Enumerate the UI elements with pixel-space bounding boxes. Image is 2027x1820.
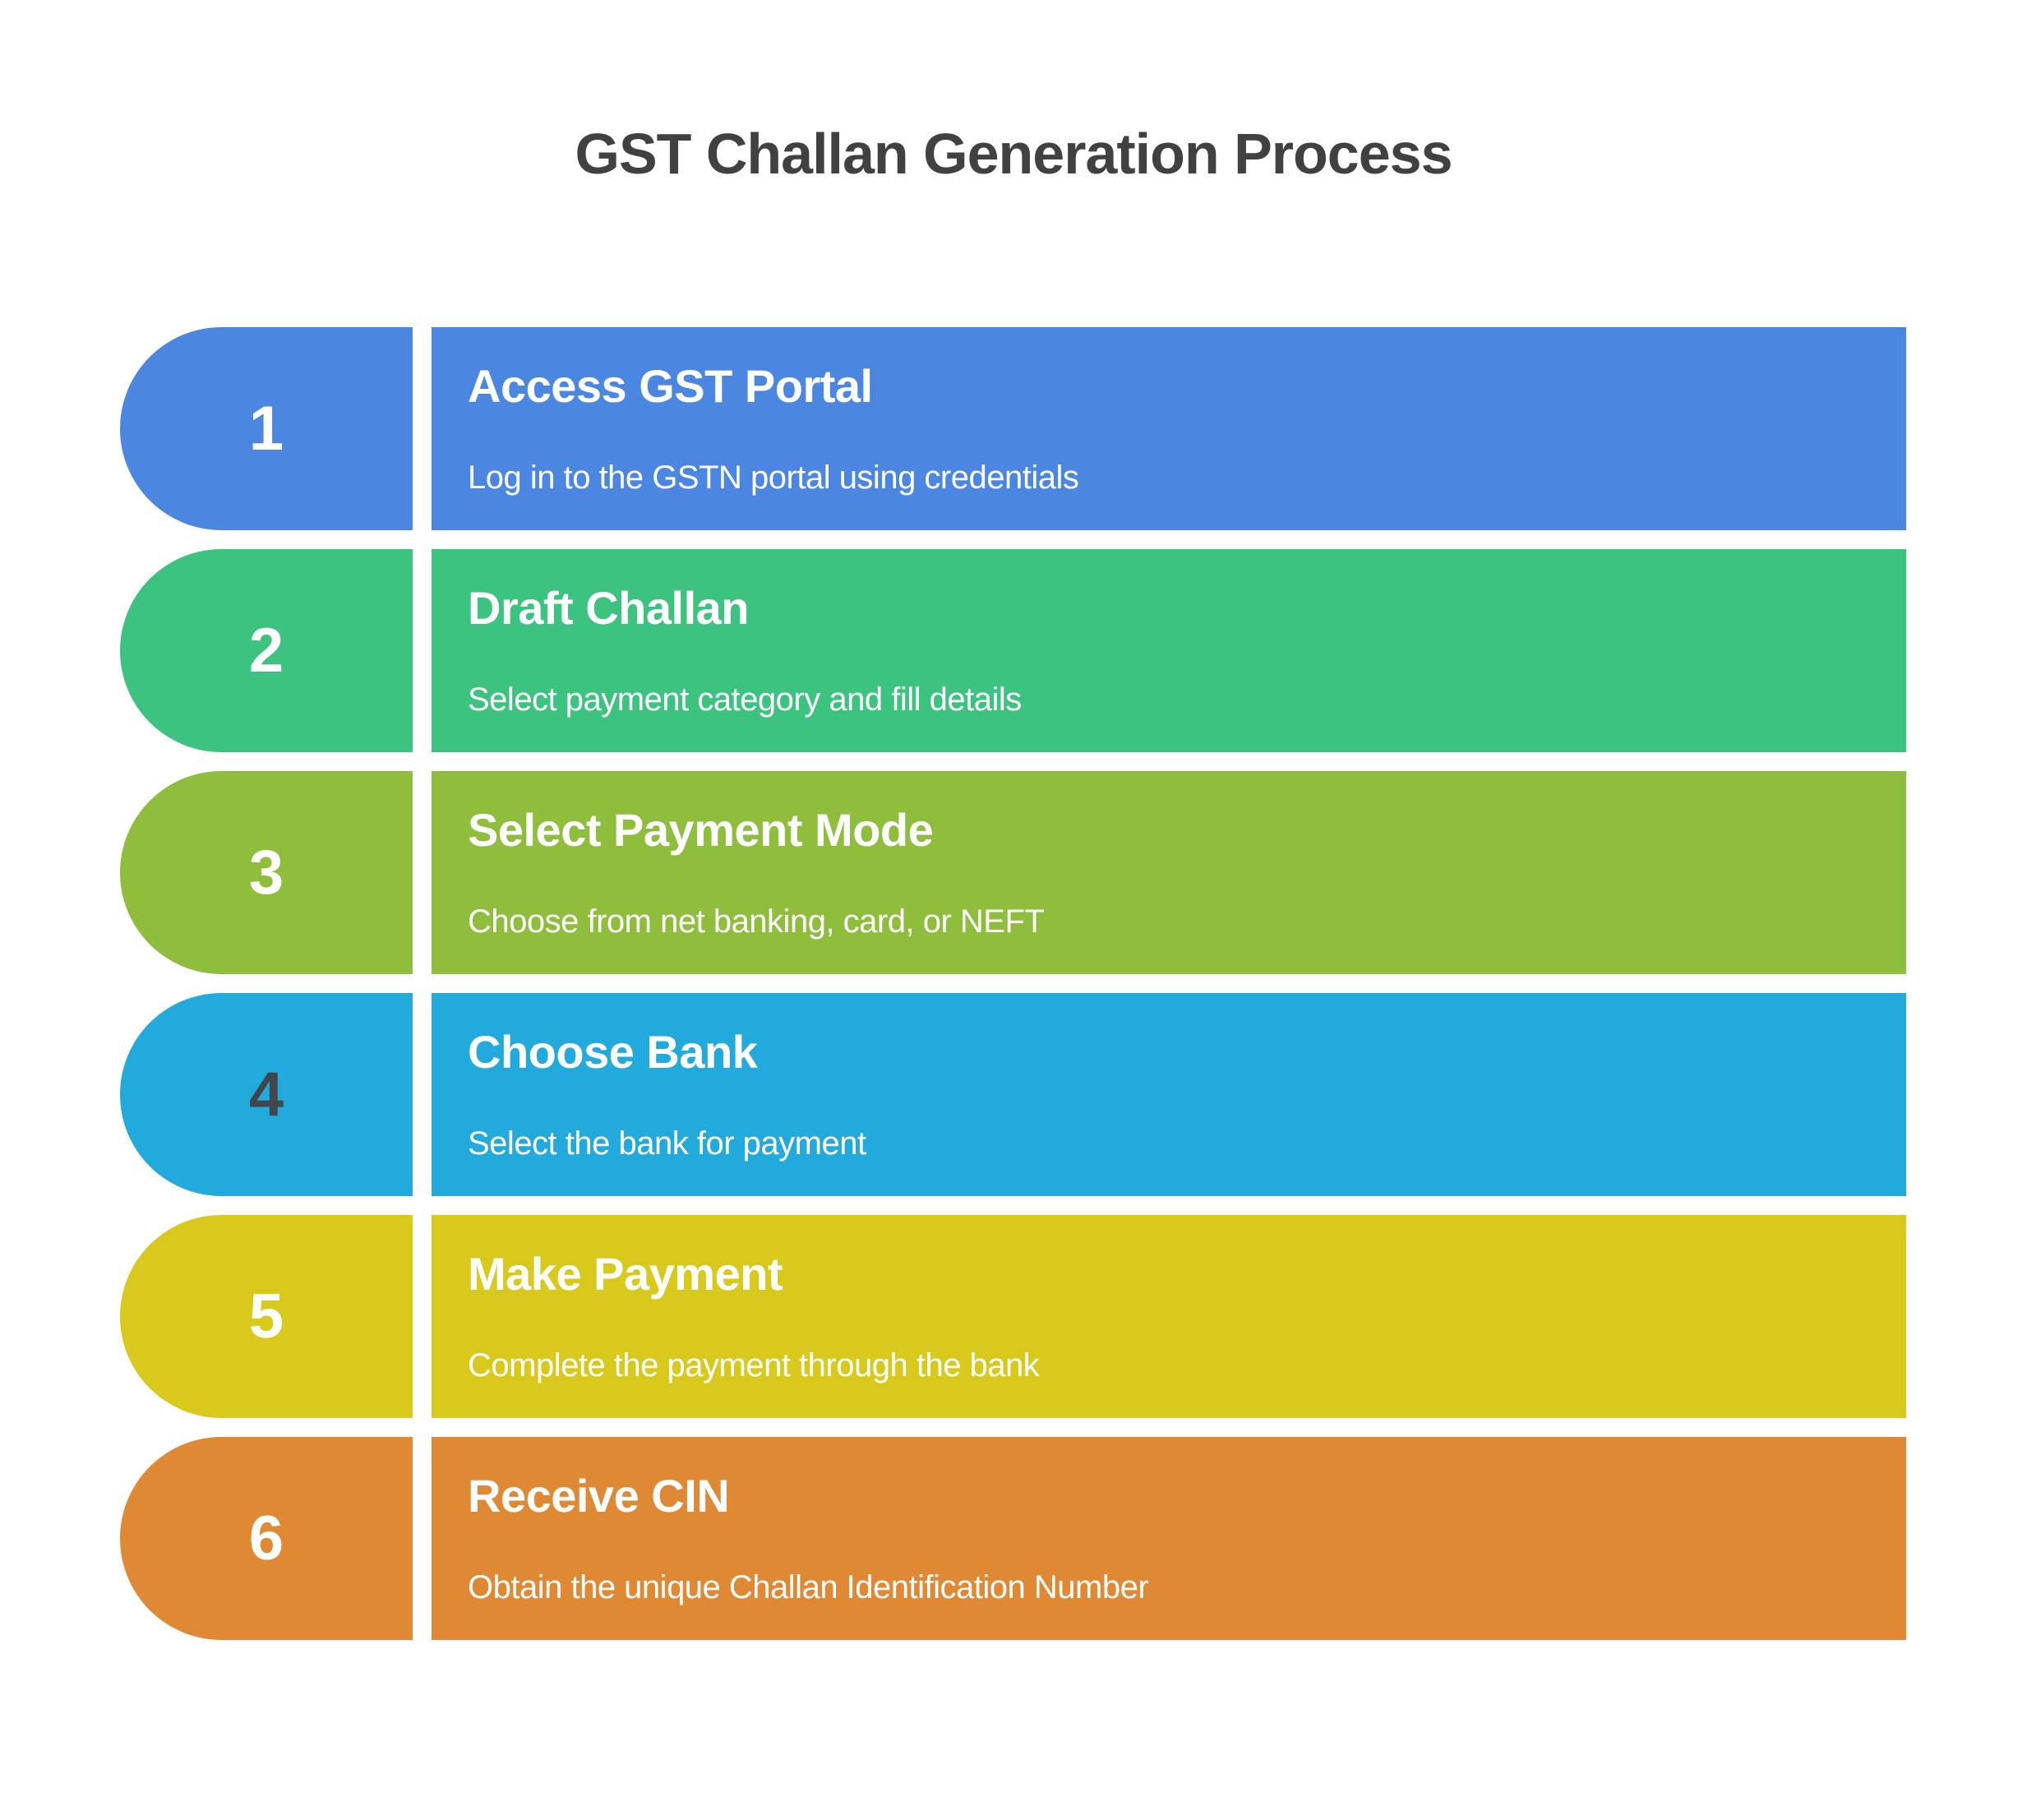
step-5-number-pill: 5 (120, 1215, 413, 1418)
step-6-description: Obtain the unique Challan Identification… (468, 1569, 1149, 1605)
step-4-description: Select the bank for payment (468, 1125, 866, 1162)
step-4-number-pill: 4 (120, 993, 413, 1196)
step-row-4: 4 Choose Bank Select the bank for paymen… (120, 993, 1906, 1196)
step-3-number: 3 (248, 837, 284, 908)
step-6-title: Receive CIN (468, 1470, 730, 1522)
step-1-title: Access GST Portal (468, 360, 873, 412)
step-row-2: 2 Draft Challan Select payment category … (120, 549, 1906, 752)
step-2-number: 2 (248, 615, 284, 686)
steps-list: 1 Access GST Portal Log in to the GSTN p… (120, 327, 1906, 1659)
step-6-number: 6 (248, 1503, 284, 1573)
step-1-gap (413, 327, 432, 530)
step-4-gap (413, 993, 432, 1196)
step-5-gap (413, 1215, 432, 1418)
step-1-number: 1 (248, 393, 284, 464)
step-4-title: Choose Bank (468, 1026, 758, 1078)
step-4-content-bar: Choose Bank Select the bank for payment (432, 993, 1906, 1196)
step-6-number-pill: 6 (120, 1437, 413, 1640)
step-3-content-bar: Select Payment Mode Choose from net bank… (432, 771, 1906, 974)
step-row-1: 1 Access GST Portal Log in to the GSTN p… (120, 327, 1906, 530)
step-1-number-pill: 1 (120, 327, 413, 530)
step-1-content-bar: Access GST Portal Log in to the GSTN por… (432, 327, 1906, 530)
step-2-content-bar: Draft Challan Select payment category an… (432, 549, 1906, 752)
step-3-gap (413, 771, 432, 974)
step-2-title: Draft Challan (468, 582, 750, 634)
step-6-gap (413, 1437, 432, 1640)
step-3-number-pill: 3 (120, 771, 413, 974)
step-3-title: Select Payment Mode (468, 804, 934, 856)
step-2-description: Select payment category and fill details (468, 681, 1022, 718)
step-5-description: Complete the payment through the bank (468, 1347, 1040, 1383)
step-5-content-bar: Make Payment Complete the payment throug… (432, 1215, 1906, 1418)
step-row-6: 6 Receive CIN Obtain the unique Challan … (120, 1437, 1906, 1640)
step-row-5: 5 Make Payment Complete the payment thro… (120, 1215, 1906, 1418)
step-3-description: Choose from net banking, card, or NEFT (468, 903, 1045, 940)
step-5-title: Make Payment (468, 1248, 783, 1300)
step-5-number: 5 (248, 1281, 284, 1351)
step-2-gap (413, 549, 432, 752)
step-1-description: Log in to the GSTN portal using credenti… (468, 460, 1079, 496)
step-row-3: 3 Select Payment Mode Choose from net ba… (120, 771, 1906, 974)
page-title: GST Challan Generation Process (575, 122, 1453, 186)
step-6-content-bar: Receive CIN Obtain the unique Challan Id… (432, 1437, 1906, 1640)
step-2-number-pill: 2 (120, 549, 413, 752)
step-4-number: 4 (248, 1059, 284, 1129)
